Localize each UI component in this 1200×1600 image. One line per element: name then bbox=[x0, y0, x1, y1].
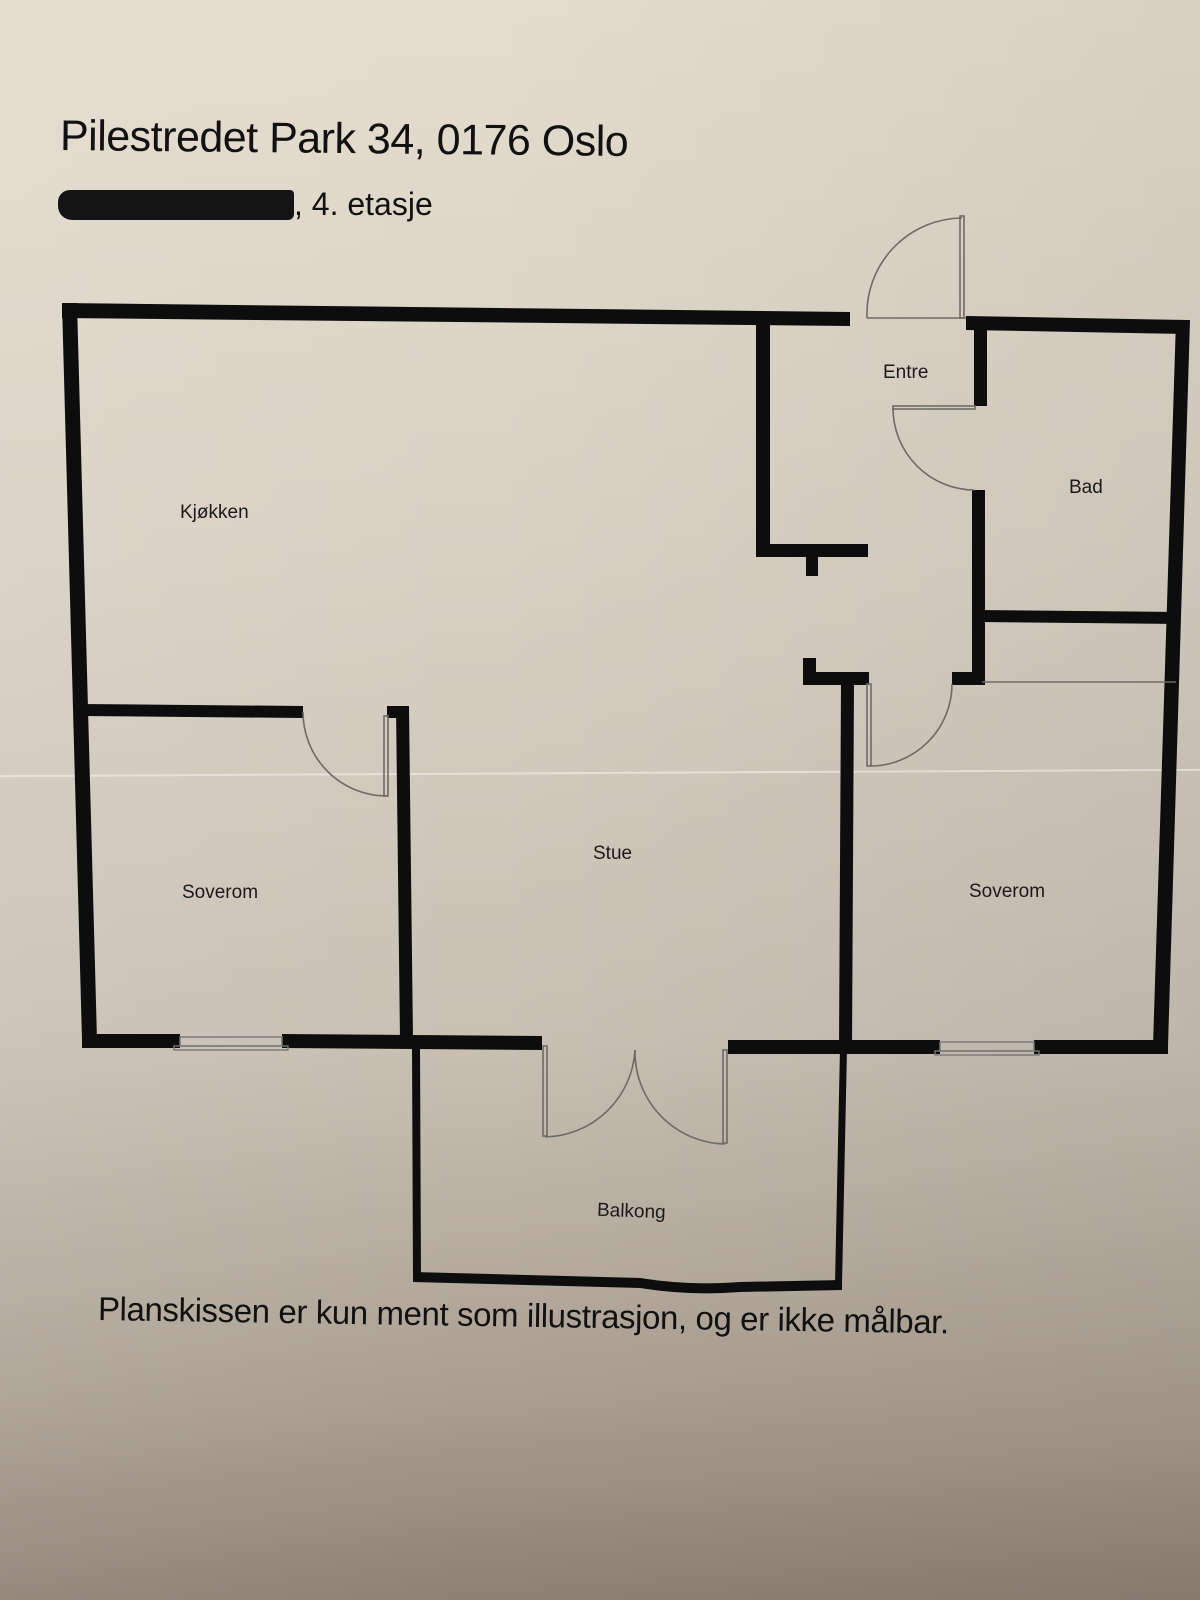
page-subtitle: , 4. etasje bbox=[58, 186, 433, 223]
wall-entre-left bbox=[756, 318, 770, 550]
door-bad-leaf bbox=[892, 405, 976, 410]
wall-hall-horizontal bbox=[803, 672, 869, 685]
room-label-balkong: Balkong bbox=[596, 1199, 667, 1224]
door-balcony-left-leaf bbox=[542, 1045, 548, 1137]
window-left-sill bbox=[173, 1045, 289, 1051]
wall-right bbox=[1153, 320, 1190, 1046]
wall-entre-bottom bbox=[756, 544, 868, 557]
redacted-section-number bbox=[58, 190, 294, 220]
wall-top-right bbox=[966, 316, 1188, 334]
room-label-soverom-right: Soverom bbox=[969, 881, 1046, 902]
door-bedroom-right-leaf bbox=[866, 683, 872, 767]
wall-bottom-left-a bbox=[82, 1034, 180, 1048]
room-label-kjokken: Kjøkken bbox=[180, 502, 249, 523]
doors bbox=[302, 215, 1176, 1145]
door-bedroom-left-arc bbox=[302, 711, 388, 797]
wall-bottom-right-b bbox=[1034, 1040, 1168, 1054]
door-balcony-left-arc bbox=[544, 1049, 636, 1138]
room-label-entre: Entre bbox=[883, 362, 929, 383]
door-entry-arc bbox=[866, 217, 963, 319]
wall-top-left bbox=[62, 303, 850, 326]
wall-bad-lower bbox=[972, 490, 985, 685]
door-balcony-right-leaf bbox=[722, 1049, 728, 1144]
window-left bbox=[179, 1036, 283, 1047]
wall-kitchen-bedroom bbox=[80, 704, 303, 718]
windows bbox=[173, 1036, 1040, 1056]
door-bedroom-right-arc bbox=[869, 683, 953, 767]
room-label-stue: Stue bbox=[593, 843, 633, 864]
door-bedroom-left-leaf bbox=[383, 715, 389, 797]
window-right bbox=[939, 1041, 1035, 1052]
walls bbox=[62, 303, 1190, 1294]
wall-balkong-left bbox=[412, 1046, 421, 1280]
window-right-sill bbox=[934, 1050, 1040, 1056]
wall-bedroom-stue bbox=[396, 706, 413, 1040]
wall-bottom-right-a bbox=[728, 1040, 940, 1054]
wall-hall-right bbox=[952, 672, 984, 685]
wall-balkong-right bbox=[835, 1048, 847, 1284]
floor-level: , 4. etasje bbox=[294, 186, 433, 222]
wall-bad-bottom bbox=[978, 610, 1180, 624]
door-balcony-right-arc bbox=[634, 1049, 726, 1145]
room-label-soverom-left: Soverom bbox=[182, 882, 259, 903]
wall-stub bbox=[806, 554, 818, 576]
wall-soverom-right-left bbox=[839, 682, 854, 1048]
wall-bottom-left-b bbox=[282, 1034, 542, 1050]
room-label-bad: Bad bbox=[1069, 477, 1103, 498]
door-entry-leaf bbox=[959, 215, 965, 319]
wall-balkong-bottom bbox=[413, 1272, 842, 1294]
wall-bad-upper bbox=[974, 326, 987, 406]
wall-left bbox=[62, 303, 97, 1040]
door-bad-arc bbox=[892, 407, 975, 491]
